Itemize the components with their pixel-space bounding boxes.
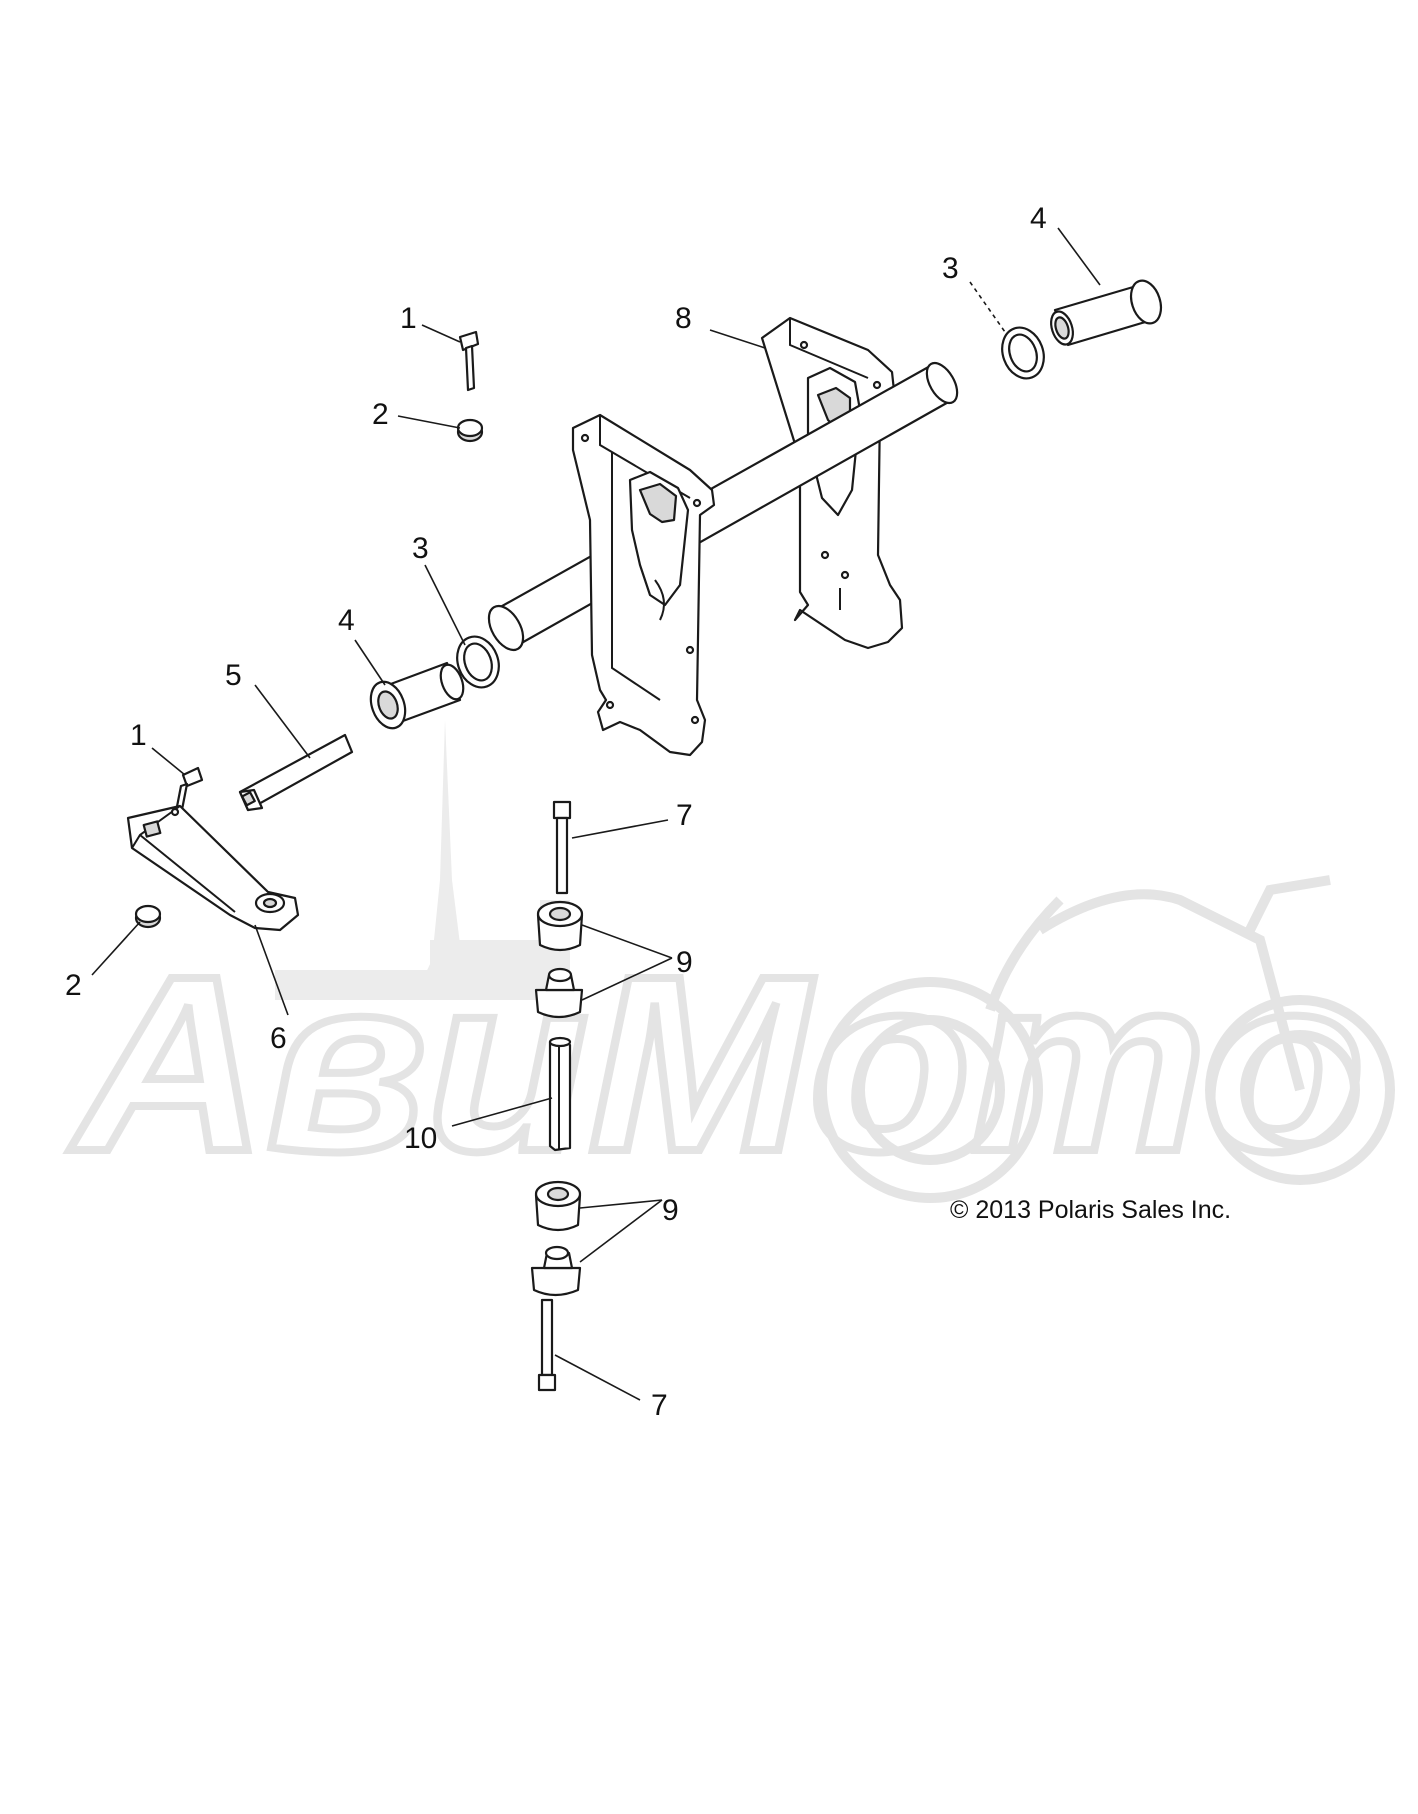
part-8-frame-assembly — [487, 316, 959, 757]
part-4-bushing-right — [1050, 279, 1163, 347]
part-9-grommet-bottom-1 — [534, 1180, 582, 1232]
watermark-motorcycle-icon — [817, 875, 1395, 1203]
watermark: АвиМото — [65, 720, 1395, 1207]
callout-1-left: 1 — [130, 719, 147, 752]
part-5-square-shaft — [238, 733, 354, 812]
callout-4-mid: 4 — [338, 604, 355, 637]
callout-7-top: 7 — [676, 799, 693, 832]
callout-9-top: 9 — [676, 946, 693, 979]
part-9-grommet-bottom-2 — [530, 1245, 582, 1297]
part-9-grommet-top-1 — [536, 900, 584, 952]
callout-3-mid: 3 — [412, 532, 429, 565]
callout-1-top: 1 — [400, 302, 417, 335]
part-7-bolt-bottom — [537, 1298, 557, 1392]
part-2-nut-top — [456, 418, 484, 443]
watermark-text: АвиМото — [69, 924, 1365, 1203]
callout-6: 6 — [270, 1022, 287, 1055]
callout-2-left: 2 — [65, 969, 82, 1002]
callout-9-bottom: 9 — [662, 1194, 679, 1227]
callout-labels: 1 2 4 3 8 3 4 5 1 2 6 7 9 10 9 7 — [65, 202, 1047, 1422]
part-4-bushing-mid — [369, 661, 465, 730]
callout-8: 8 — [675, 302, 692, 335]
leader-lines — [91, 227, 1101, 1401]
callout-10: 10 — [404, 1122, 437, 1155]
part-3-ring-mid-inner — [463, 642, 493, 682]
callout-4-right: 4 — [1030, 202, 1047, 235]
part-3-ring-right-inner — [1008, 333, 1038, 373]
part-1-bolt-top — [458, 330, 480, 392]
part-7-bolt-top — [552, 800, 572, 895]
part-6-lever-arm — [126, 804, 300, 932]
callout-5: 5 — [225, 659, 242, 692]
callout-3-top: 3 — [942, 252, 959, 285]
callout-2-top: 2 — [372, 398, 389, 431]
part-2-nut-left — [134, 904, 162, 929]
part-9-grommet-top-2 — [534, 967, 584, 1019]
callout-7-bottom: 7 — [651, 1389, 668, 1422]
copyright-text: © 2013 Polaris Sales Inc. — [950, 1196, 1231, 1224]
part-10-hex-standoff — [548, 1036, 572, 1152]
